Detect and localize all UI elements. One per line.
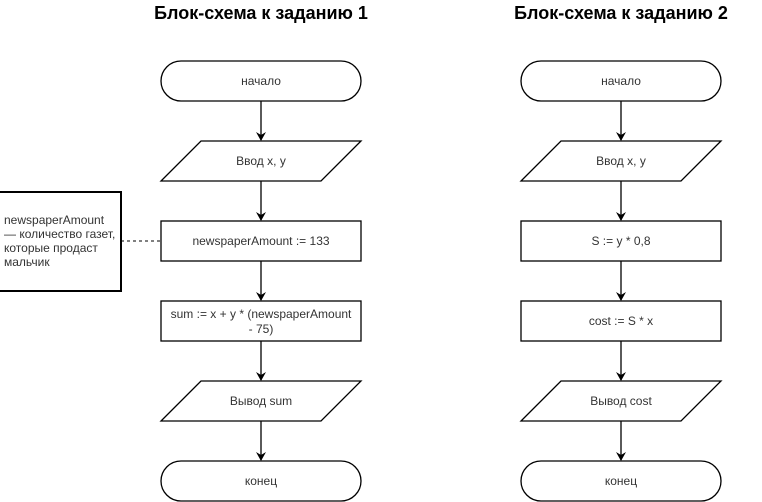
start-label: начало: [241, 74, 281, 88]
input-parallelogram[interactable]: Ввод x, y: [519, 140, 723, 182]
cost-label: cost := S * x: [589, 314, 653, 328]
s-process[interactable]: S := y * 0,8: [520, 220, 722, 262]
end-label: конец: [605, 474, 637, 488]
end-label: конец: [245, 474, 277, 488]
annotation-line-2: — количество газет,: [4, 227, 115, 241]
output-label: Вывод cost: [590, 394, 652, 408]
flowchart-2-title: Блок-схема к заданию 2: [514, 3, 728, 23]
assign-process[interactable]: newspaperAmount := 133: [160, 220, 362, 262]
annotation-note[interactable]: newspaperAmount — количество газет, кото…: [0, 191, 161, 292]
flowchart-2: Блок-схема к заданию 2 начало Ввод x, y …: [514, 3, 728, 502]
output-parallelogram[interactable]: Вывод cost: [519, 380, 723, 422]
annotation-line-1: newspaperAmount: [4, 213, 105, 227]
input-label: Ввод x, y: [236, 154, 286, 168]
input-label: Ввод x, y: [596, 154, 646, 168]
sum-label-line-2: - 75): [249, 322, 274, 336]
assign-label: newspaperAmount := 133: [192, 234, 329, 248]
end-terminator[interactable]: конец: [520, 460, 722, 502]
annotation-line-3: которые продаст: [4, 241, 98, 255]
output-parallelogram[interactable]: Вывод sum: [159, 380, 363, 422]
start-label: начало: [601, 74, 641, 88]
flowchart-1-title: Блок-схема к заданию 1: [154, 3, 368, 23]
annotation-line-4: мальчик: [4, 255, 50, 269]
end-terminator[interactable]: конец: [160, 460, 362, 502]
flowchart-1: Блок-схема к заданию 1 начало Ввод x, y …: [0, 3, 368, 502]
output-label: Вывод sum: [230, 394, 292, 408]
start-terminator[interactable]: начало: [160, 60, 362, 102]
input-parallelogram[interactable]: Ввод x, y: [159, 140, 363, 182]
start-terminator[interactable]: начало: [520, 60, 722, 102]
cost-process[interactable]: cost := S * x: [520, 300, 722, 342]
s-label: S := y * 0,8: [591, 234, 650, 248]
sum-process[interactable]: sum := x + y * (newspaperAmount - 75): [160, 300, 362, 342]
sum-label-line-1: sum := x + y * (newspaperAmount: [171, 307, 352, 321]
